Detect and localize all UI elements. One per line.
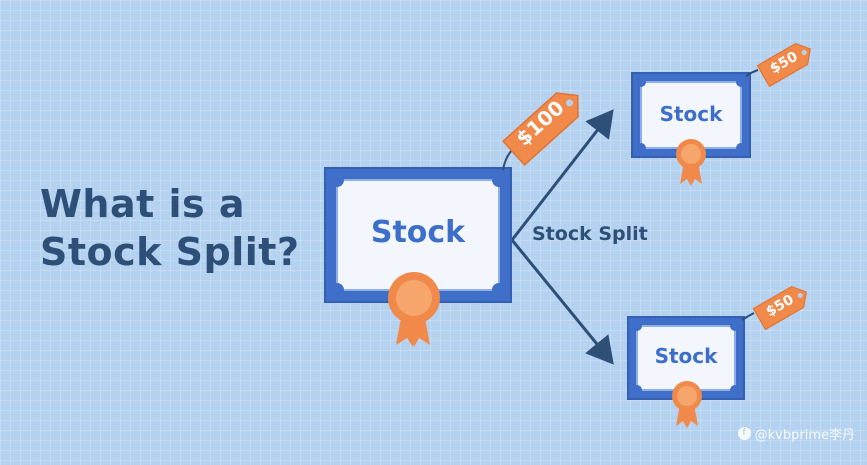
main-stock-certificate: Stock — [324, 167, 512, 303]
watermark: f @kvbprime李丹 — [737, 424, 855, 443]
main-stock-label: Stock — [370, 215, 466, 250]
main-seal-icon — [388, 272, 440, 347]
bottom-price-tag-icon — [752, 285, 807, 331]
bottom-stock-label: Stock — [654, 344, 718, 368]
bottom-seal-icon — [672, 381, 702, 428]
top-stock-label: Stock — [659, 102, 723, 126]
watermark-logo-icon: f — [737, 427, 751, 440]
arrow-up — [510, 109, 614, 241]
split-label: Stock Split — [532, 223, 648, 245]
top-seal-icon — [676, 139, 706, 186]
main-price-tag-icon — [502, 92, 579, 167]
arrow-down — [510, 239, 614, 365]
title-line-1: What is a — [40, 182, 246, 226]
watermark-text: @kvbprime李丹 — [754, 428, 855, 443]
top-price-tag-icon — [756, 42, 811, 88]
title-line-2: Stock Split? — [40, 230, 300, 274]
page-title: What is a Stock Split? — [40, 180, 300, 276]
top-stock-certificate: Stock — [631, 72, 751, 158]
